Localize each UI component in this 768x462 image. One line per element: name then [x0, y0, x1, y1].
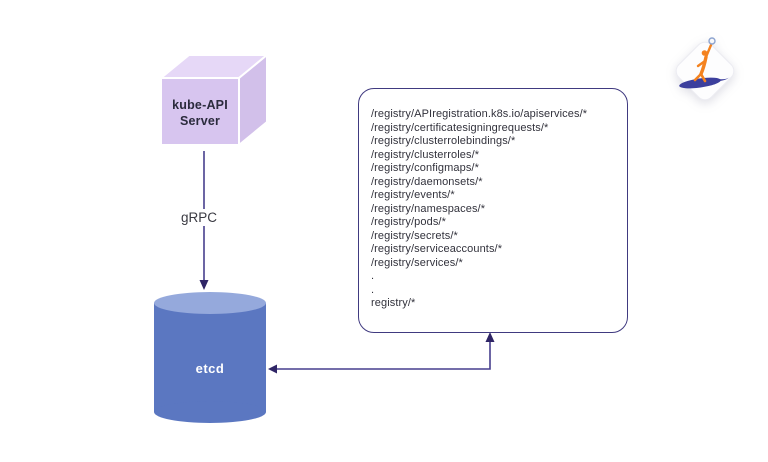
cylinder-top — [154, 292, 266, 314]
ellipsis-dot-line: . — [371, 283, 375, 296]
registry-path-line: registry/* — [371, 297, 416, 309]
ellipsis-dot-line: . — [371, 270, 375, 282]
registry-path-line: /registry/certificatesigningrequests/* — [371, 121, 549, 134]
registry-etcd-connector-arrow — [268, 332, 495, 374]
grpc-label: gRPC — [176, 209, 223, 226]
registry-path-line: /registry/secrets/* — [371, 229, 458, 242]
cylinder-bottom — [154, 401, 266, 423]
registry-path-line: /registry/clusterrolebindings/* — [371, 135, 516, 147]
cube-front-face — [160, 77, 240, 146]
registry-path-line: /registry/clusterroles/* — [371, 148, 480, 161]
registry-path-line: /registry/serviceaccounts/* — [371, 243, 503, 255]
elbow-connector-line — [277, 340, 491, 370]
registry-path-line: /registry/APIregistration.k8s.io/apiserv… — [371, 108, 588, 120]
surfer-figure-icon — [693, 37, 716, 83]
logo-diamond — [675, 41, 735, 101]
etcd-label: etcd — [195, 361, 225, 376]
arrowhead-left-icon — [268, 364, 277, 374]
registry-paths-box: /registry/APIregistration.k8s.io/apiserv… — [358, 88, 628, 333]
arrowhead-up-icon — [485, 332, 495, 342]
arrowhead-down-icon — [199, 280, 209, 290]
ball-icon — [708, 37, 716, 45]
registry-path-line: /registry/services/* — [371, 256, 463, 269]
registry-path-line: /registry/daemonsets/* — [371, 175, 483, 188]
registry-path-line: /registry/pods/* — [371, 216, 446, 228]
surfboard-swoosh-icon — [679, 77, 730, 89]
etcd-cylinder-icon — [154, 292, 266, 423]
registry-path-line: /registry/events/* — [371, 189, 455, 201]
registry-path-line: /registry/configmaps/* — [371, 162, 479, 174]
surfer-head — [701, 50, 708, 56]
brand-logo — [675, 37, 735, 101]
api-server-cube-icon — [160, 54, 268, 146]
registry-path-line: /registry/namespaces/* — [371, 202, 486, 215]
cylinder-body — [154, 303, 266, 412]
api-server-label: kube-API Server — [172, 98, 228, 128]
